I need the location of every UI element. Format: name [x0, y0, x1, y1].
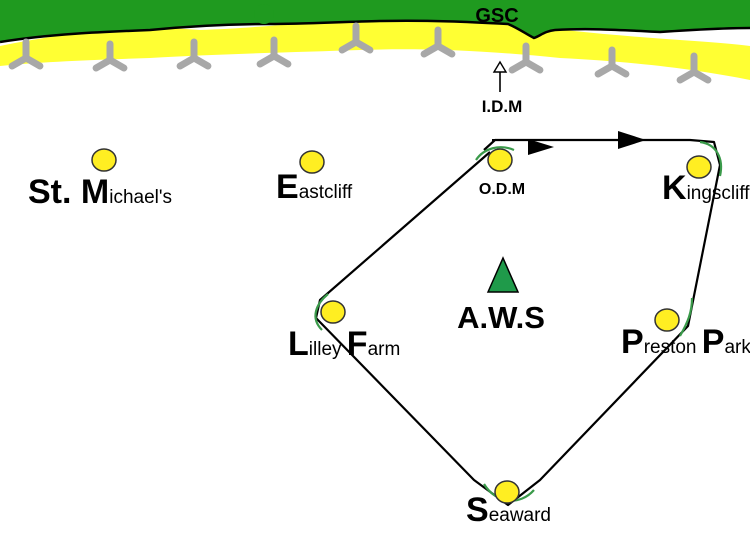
turn-kingscliff: [699, 140, 723, 177]
aws-label: A.W.S: [457, 300, 545, 335]
route-line: [314, 138, 722, 507]
windmill-icon: [176, 38, 212, 70]
idm-label: I.D.M: [482, 97, 523, 116]
waypoint-marker-icon: [487, 148, 513, 172]
waypoints: St. Michael's Eastcliff O.D.M KingscliffLil…: [28, 148, 750, 529]
waypoint-label: Kingscliff: [662, 169, 750, 207]
waypoint-marker-icon: [91, 148, 117, 172]
waypoint-lilley-farm: Lilley Farm: [288, 300, 400, 363]
turn-odm: [475, 146, 515, 161]
turn-preston-park: [679, 297, 694, 337]
waypoint-eastcliff: Eastcliff: [276, 150, 353, 206]
aws-triangle-icon: [486, 256, 520, 293]
windmill-icon: [594, 46, 630, 78]
windmill-icon: [8, 38, 44, 70]
waypoint-label: Eastcliff: [276, 168, 353, 206]
waypoint-marker-icon: [494, 480, 520, 504]
waypoint-st-michaels: St. Michael's: [28, 148, 172, 211]
windmill-icon: [256, 36, 292, 68]
waypoint-label: O.D.M: [479, 181, 525, 198]
windmill-icon: [92, 40, 128, 72]
direction-arrow-icon: [528, 139, 554, 155]
waypoint-marker-icon: [686, 155, 712, 179]
waypoint-label: Lilley Farm: [288, 325, 400, 363]
waypoint-preston-park: Preston Park: [621, 308, 750, 361]
direction-arrow-icon: [618, 131, 646, 149]
windmill-row: [8, 22, 712, 84]
idm-arrow-up-icon: [492, 60, 508, 73]
waypoint-label: Preston Park: [621, 323, 750, 361]
waypoint-label: St. Michael's: [28, 173, 172, 211]
windmill-icon: [676, 52, 712, 84]
waypoint-marker-icon: [320, 300, 346, 324]
waypoint-kingscliff: Kingscliff: [662, 155, 750, 207]
windmill-icon: [420, 26, 456, 58]
turn-lilley-farm: [314, 293, 329, 331]
waypoint-odm: O.D.M: [479, 148, 525, 198]
waypoint-seaward: Seaward: [466, 480, 551, 529]
tree-icon: [254, 4, 274, 24]
coastline: [0, 19, 750, 44]
gsc-label: GSC: [475, 5, 518, 27]
beach-strip: [0, 20, 750, 80]
waypoint-marker-icon: [654, 308, 680, 332]
windmill-icon: [338, 22, 374, 54]
waypoint-marker-icon: [299, 150, 325, 174]
waypoint-label: Seaward: [466, 491, 551, 529]
windmill-icon: [508, 42, 544, 74]
